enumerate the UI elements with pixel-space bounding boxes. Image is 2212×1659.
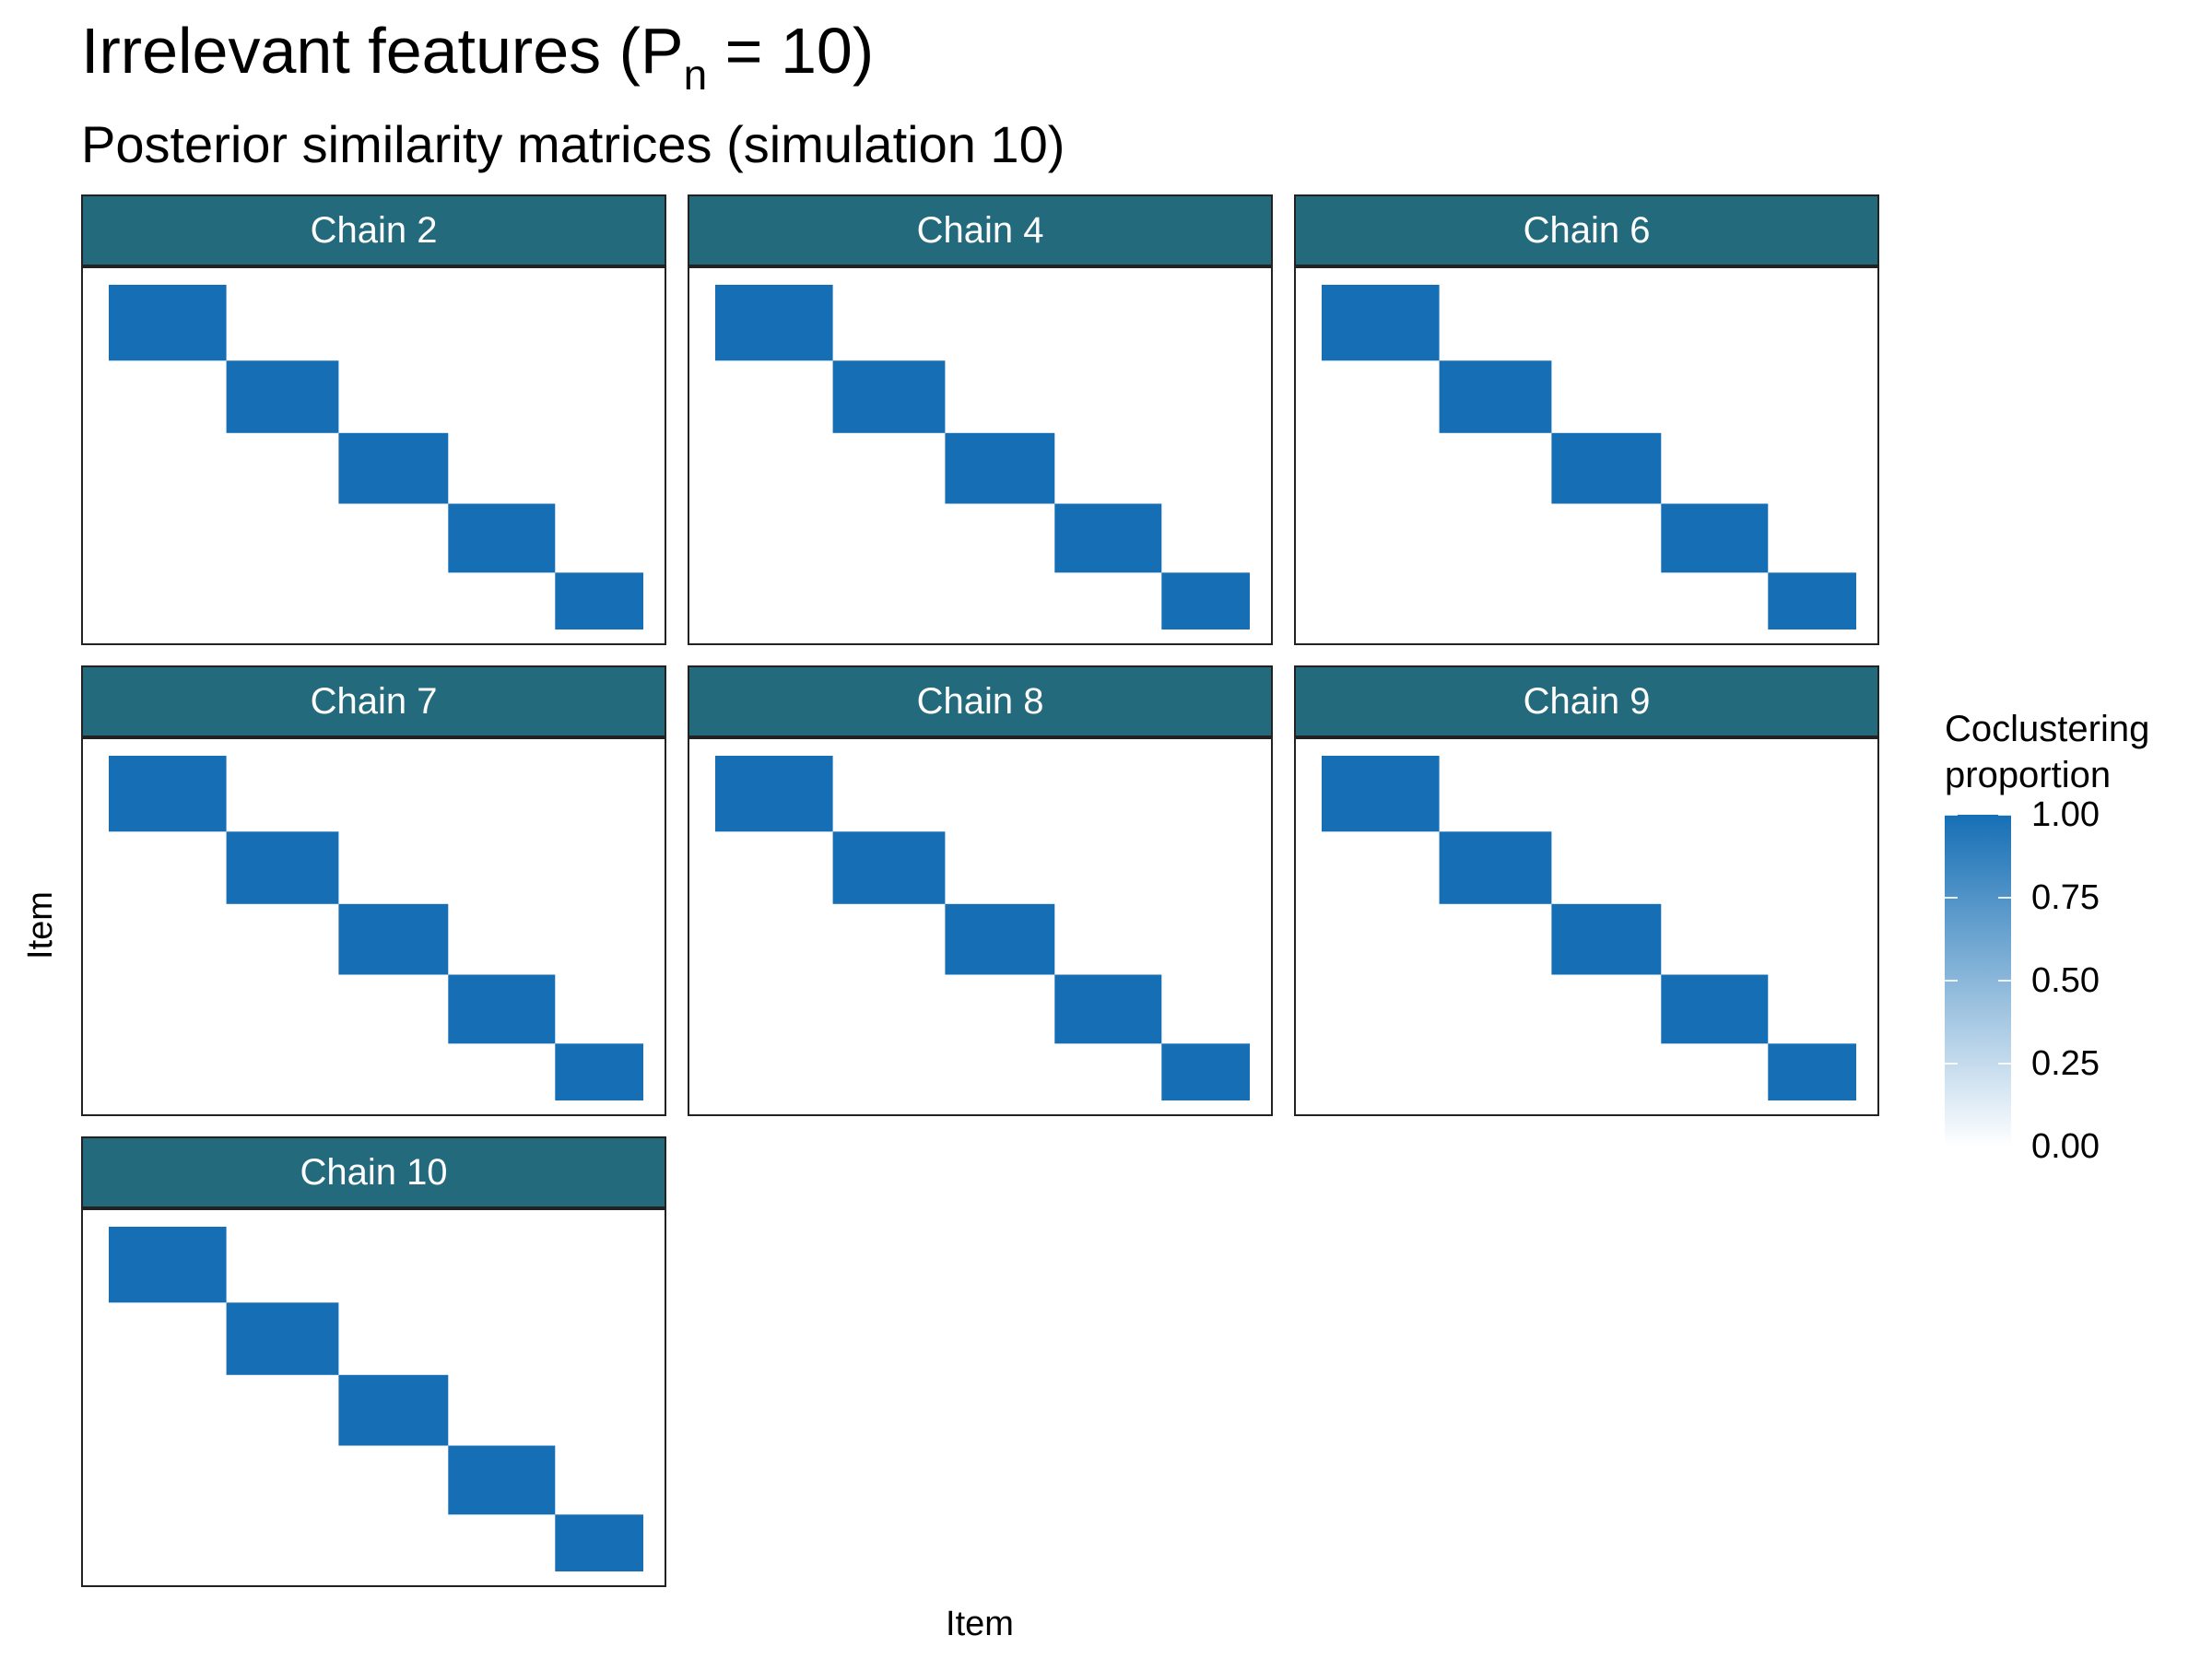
heatmap-block <box>832 360 946 433</box>
facet-panel: Chain 2 <box>81 194 666 645</box>
facet-strip-label: Chain 10 <box>81 1136 666 1208</box>
heatmap-block <box>1161 572 1250 629</box>
legend-tick-label: 0.00 <box>2031 1127 2100 1166</box>
heatmap-plot <box>688 737 1273 1116</box>
heatmap-plot <box>81 266 666 645</box>
heatmap-block <box>715 756 833 832</box>
heatmap-plot <box>1294 737 1879 1116</box>
heatmap-svg <box>1322 756 1856 1100</box>
legend-tick-mark <box>1998 1063 2011 1065</box>
facet-strip-label: Chain 4 <box>688 194 1273 266</box>
y-axis-label: Item <box>21 891 60 959</box>
heatmap-block <box>109 1227 227 1303</box>
heatmap-block <box>1551 432 1662 504</box>
heatmap-block <box>945 432 1055 504</box>
chart-title-main: Irrelevant features (P <box>81 15 684 87</box>
chart-subtitle: Posterior similarity matrices (simulatio… <box>81 115 1065 173</box>
facet-panel: Chain 9 <box>1294 665 1879 1116</box>
legend-tick-label: 0.25 <box>2031 1044 2100 1083</box>
legend-tick-mark <box>1945 897 1958 899</box>
heatmap-svg <box>715 285 1250 629</box>
facet-panel: Chain 8 <box>688 665 1273 1116</box>
heatmap-svg <box>715 756 1250 1100</box>
heatmap-plot <box>1294 266 1879 645</box>
facet-panel: Chain 4 <box>688 194 1273 645</box>
heatmap-block <box>109 285 227 361</box>
legend-tick-mark <box>1945 1063 1958 1065</box>
heatmap-block <box>1661 503 1769 573</box>
heatmap-block <box>109 756 227 832</box>
legend-tick-mark <box>1945 814 1958 816</box>
chart-title-subscript: n <box>683 51 708 99</box>
heatmap-block <box>1768 1043 1856 1100</box>
heatmap-block <box>338 903 449 975</box>
heatmap-block <box>1439 360 1552 433</box>
legend-tick-label: 0.75 <box>2031 878 2100 917</box>
facet-panel: Chain 10 <box>81 1136 666 1587</box>
heatmap-block <box>226 831 339 904</box>
legend-tick-mark <box>1945 980 1958 982</box>
heatmap-block <box>1054 503 1162 573</box>
heatmap-block <box>832 831 946 904</box>
heatmap-block <box>1661 974 1769 1044</box>
facet-strip-label: Chain 6 <box>1294 194 1879 266</box>
heatmap-block <box>1322 756 1440 832</box>
heatmap-svg <box>109 756 643 1100</box>
chart-title: Irrelevant features (Pn = 10) <box>81 9 874 116</box>
legend-tick-label: 1.00 <box>2031 795 2100 834</box>
heatmap-block <box>945 903 1055 975</box>
heatmap-block <box>338 1374 449 1446</box>
heatmap-svg <box>109 1227 643 1571</box>
chart-title-end: = 10) <box>707 15 875 87</box>
heatmap-block <box>1768 572 1856 629</box>
facet-strip-label: Chain 9 <box>1294 665 1879 737</box>
facet-strip-label: Chain 2 <box>81 194 666 266</box>
heatmap-block <box>555 1043 643 1100</box>
legend-tick-mark <box>1998 814 2011 816</box>
color-legend: Coclustering proportion 1.00 0.75 0.50 0.25… <box>1945 706 2212 1176</box>
heatmap-block <box>555 572 643 629</box>
heatmap-block <box>1439 831 1552 904</box>
heatmap-plot <box>688 266 1273 645</box>
heatmap-block <box>1054 974 1162 1044</box>
heatmap-block <box>448 974 556 1044</box>
heatmap-block <box>1551 903 1662 975</box>
heatmap-block <box>1322 285 1440 361</box>
heatmap-block <box>448 1445 556 1515</box>
legend-tick-mark <box>1998 1146 2011 1147</box>
legend-tick-mark <box>1998 897 2011 899</box>
heatmap-svg <box>1322 285 1856 629</box>
legend-tick-mark <box>1945 1146 1958 1147</box>
heatmap-block <box>338 432 449 504</box>
heatmap-plot <box>81 1208 666 1587</box>
facet-panel: Chain 7 <box>81 665 666 1116</box>
heatmap-block <box>1161 1043 1250 1100</box>
x-axis-label: Item <box>946 1605 1014 1643</box>
heatmap-block <box>226 360 339 433</box>
heatmap-block <box>448 503 556 573</box>
facet-strip-label: Chain 8 <box>688 665 1273 737</box>
legend-tick-mark <box>1998 980 2011 982</box>
legend-tick-label: 0.50 <box>2031 961 2100 1000</box>
heatmap-block <box>715 285 833 361</box>
heatmap-svg <box>109 285 643 629</box>
legend-title: Coclustering proportion <box>1945 709 2150 795</box>
facet-strip-label: Chain 7 <box>81 665 666 737</box>
facet-panel: Chain 6 <box>1294 194 1879 645</box>
heatmap-plot <box>81 737 666 1116</box>
heatmap-block <box>555 1514 643 1571</box>
heatmap-block <box>226 1302 339 1375</box>
